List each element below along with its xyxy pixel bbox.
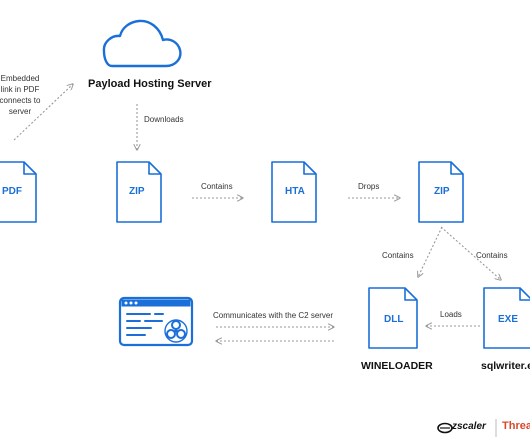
arrow-embedded-link (13, 84, 73, 141)
file-label-zip2: ZIP (434, 186, 450, 197)
footer-threat: Threa (502, 420, 530, 432)
sqlwriter-label: sqlwriter.e (481, 360, 530, 372)
flow-arrows (13, 84, 501, 341)
biohazard-icon (164, 319, 188, 343)
contains-label-3: Contains (476, 251, 508, 260)
file-icon-hta (271, 161, 317, 223)
loads-label: Loads (440, 310, 462, 319)
drops-label: Drops (358, 182, 380, 191)
arrow-contains-3 (440, 226, 501, 280)
c2-label: Communicates with the C2 server (213, 311, 334, 320)
embedded-line-4: server (8, 107, 32, 116)
arrow-contains-2 (418, 226, 443, 277)
file-label-exe: EXE (498, 314, 519, 325)
file-label-pdf: PDF (2, 186, 22, 197)
file-label-zip1: ZIP (129, 186, 145, 197)
contains-label-1: Contains (201, 182, 233, 191)
embedded-line-3: connects to (0, 96, 41, 105)
file-label-dll: DLL (384, 314, 404, 325)
file-icon-zip1 (116, 161, 162, 223)
contains-label-2: Contains (382, 251, 414, 260)
footer-brand: zscaler (452, 421, 486, 432)
cloud-icon (102, 19, 182, 68)
file-icon-zip2 (418, 161, 464, 223)
embedded-line-2: link in PDF (0, 85, 40, 94)
file-label-hta: HTA (285, 186, 305, 197)
wineloader-label: WINELOADER (361, 360, 433, 372)
zscaler-logo-icon (437, 422, 453, 434)
server-title: Payload Hosting Server (88, 78, 212, 90)
file-icon-dll (368, 287, 418, 349)
embedded-link-label: Embedded link in PDF connects to server (0, 73, 46, 117)
file-icon-exe (483, 287, 530, 349)
file-icon-pdf (0, 161, 37, 223)
downloads-label: Downloads (144, 115, 184, 124)
embedded-line-1: Embedded (0, 74, 40, 83)
